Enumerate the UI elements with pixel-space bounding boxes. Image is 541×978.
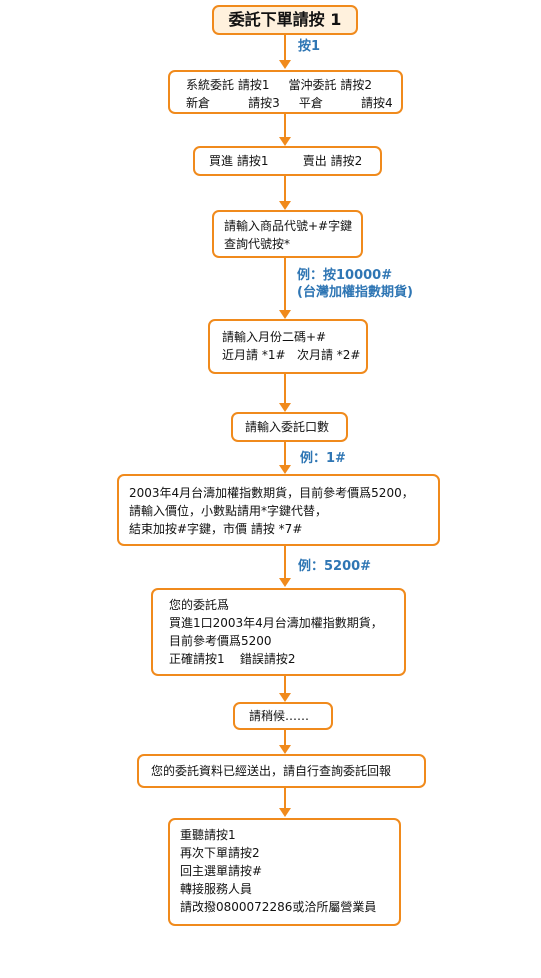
step-line: 重聽請按1	[180, 828, 236, 842]
arrowhead-6	[279, 465, 291, 474]
step-line: 您的委託爲	[169, 598, 230, 612]
step-line: 請輸入月份二碼+#	[222, 330, 327, 344]
arrowhead-7	[279, 578, 291, 587]
edge-label-example-quantity: 例：1#	[300, 451, 346, 466]
step-line: 查詢代號按*	[224, 237, 291, 251]
arrowhead-2	[279, 137, 291, 146]
step-line: 請稍候……	[249, 709, 310, 723]
step-line: 請輸入委託口數	[245, 420, 330, 434]
step-line: 請輸入價位，小數點請用*字鍵代替，	[129, 504, 328, 518]
arrowhead-8	[279, 693, 291, 702]
step-line: 買進1口2003年4月台濤加權指數期貨，	[169, 616, 383, 630]
connector-4	[284, 258, 286, 311]
step-line: 再次下單請按2	[180, 846, 260, 860]
arrowhead-9	[279, 745, 291, 754]
step-line: 近月請 *1# 次月請 *2#	[222, 348, 361, 362]
step-line: 請輸入商品代號+#字鍵	[224, 219, 353, 233]
connector-7	[284, 546, 286, 579]
step-line: 買進 請按1 賣出 請按2	[209, 154, 363, 168]
step-final-options-box: 重聽請按1 再次下單請按2 回主選單請按# 轉接服務人員 請改撥08000722…	[168, 818, 401, 926]
connector-5	[284, 374, 286, 404]
flow-start-box: 委託下單請按 1	[212, 5, 358, 35]
step-please-wait-box: 請稍候……	[233, 702, 333, 730]
step-month-code-box: 請輸入月份二碼+# 近月請 *1# 次月請 *2#	[208, 319, 368, 374]
arrowhead-4	[279, 310, 291, 319]
edge-label-example-price: 例：5200#	[298, 559, 372, 574]
connector-8	[284, 676, 286, 694]
step-order-sent-box: 您的委託資料已經送出，請自行查詢委託回報	[137, 754, 426, 788]
step-line: 回主選單請按#	[180, 864, 263, 878]
step-line: 2003年4月台濤加權指數期貨，目前參考價爲5200，	[129, 486, 414, 500]
arrowhead-1	[279, 60, 291, 69]
step-line: 目前參考價爲5200	[169, 634, 272, 648]
connector-3	[284, 176, 286, 202]
step-confirm-order-box: 您的委託爲 買進1口2003年4月台濤加權指數期貨， 目前參考價爲5200 正確…	[151, 588, 406, 676]
step-buy-sell-box: 買進 請按1 賣出 請按2	[193, 146, 382, 176]
arrowhead-10	[279, 808, 291, 817]
step-line: 正確請按1 錯誤請按2	[169, 652, 296, 666]
step-product-code-box: 請輸入商品代號+#字鍵 查詢代號按*	[212, 210, 363, 258]
edge-label-press-1: 按1	[298, 39, 321, 54]
step-system-order-box: 系統委託 請按1 當沖委託 請按2 新倉 請按3 平倉 請按4	[168, 70, 403, 114]
connector-1	[284, 35, 286, 61]
step-line: 轉接服務人員	[180, 882, 253, 896]
arrowhead-3	[279, 201, 291, 210]
connector-9	[284, 730, 286, 746]
step-line: 結束加按#字鍵，市價 請按 *7#	[129, 522, 303, 536]
step-line: 系統委託 請按1 當沖委託 請按2	[186, 78, 372, 92]
flow-start-text: 委託下單請按 1	[228, 10, 342, 29]
step-line: 您的委託資料已經送出，請自行查詢委託回報	[151, 764, 392, 778]
arrowhead-5	[279, 403, 291, 412]
connector-6	[284, 442, 286, 466]
step-price-box: 2003年4月台濤加權指數期貨，目前參考價爲5200， 請輸入價位，小數點請用*…	[117, 474, 440, 546]
step-line: 請改撥0800072286或洽所屬營業員	[180, 900, 377, 914]
connector-10	[284, 788, 286, 809]
step-quantity-box: 請輸入委託口數	[231, 412, 348, 442]
edge-label-example-product: 例：按10000# (台灣加權指數期貨)	[297, 268, 413, 300]
step-line: 新倉 請按3 平倉 請按4	[186, 96, 393, 110]
connector-2	[284, 114, 286, 138]
